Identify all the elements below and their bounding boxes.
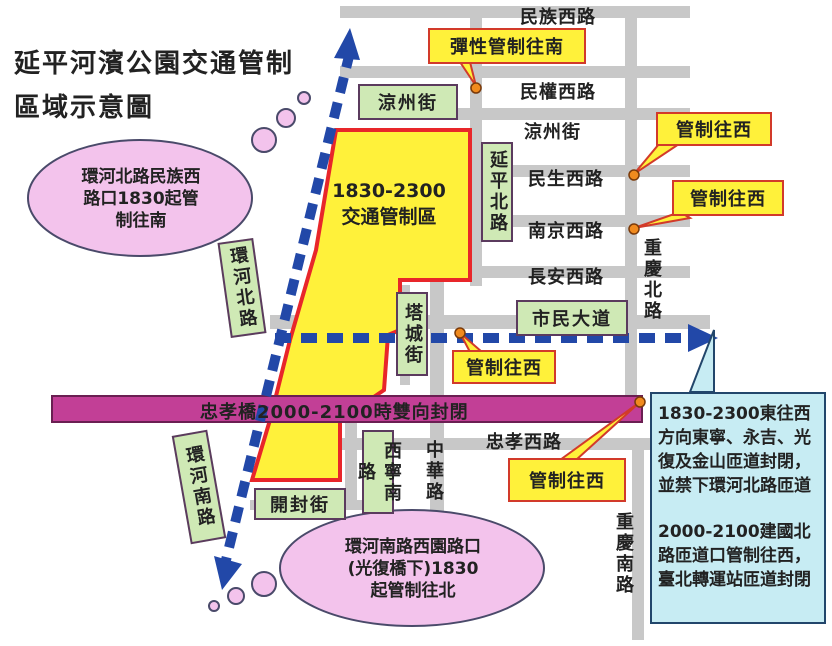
arrow-head-east (688, 324, 718, 352)
street-nanjing: 南京西路 (528, 221, 604, 242)
label-tacheng: 塔城街 (396, 292, 428, 376)
arrow-head-south (214, 556, 242, 590)
callout-west-nanjing: 管制往西 (672, 180, 784, 216)
control-zone-label: 1830-2300 交通管制區 (332, 180, 446, 228)
callout-west-minsheng: 管制往西 (656, 112, 772, 146)
street-chongqing-n: 重慶北路 (641, 238, 662, 322)
zhongxiao-bridge-band (51, 395, 643, 423)
street-minquan: 民權西路 (520, 82, 596, 103)
label-yanping: 延平北路 (481, 142, 513, 242)
street-minzu: 民族西路 (520, 7, 596, 28)
road-chongqing-s (632, 440, 644, 640)
label-liangzhou-box: 涼州街 (358, 84, 458, 120)
info-paragraph-1: 1830-2300東往西方向東寧、永吉、光復及金山匝道封閉，並禁下環河北路匝道 (658, 404, 811, 496)
road-xining (345, 420, 357, 500)
control-points (454, 82, 646, 408)
arrow-huanhe-line (221, 50, 355, 562)
map-title: 延平河濱公園交通管制區域示意圖 (14, 49, 295, 123)
info-box: 1830-2300東往西方向東寧、永吉、光復及金山匝道封閉，並禁下環河北路匝道 … (650, 392, 826, 624)
callout-flexible-south: 彈性管制往南 (428, 28, 586, 64)
arrow-head-north (334, 28, 360, 60)
street-changan: 長安西路 (528, 267, 604, 288)
info-paragraph-2: 2000-2100建國北路匝道口管制往西，臺北轉運站匝道封閉 (658, 522, 811, 590)
callout-west-tacheng: 管制往西 (452, 350, 556, 384)
cloud-north-text: 環河北路民族西 路口1830起管 制往南 (81, 167, 201, 231)
cloud-south-text: 環河南路西園路口 (光復橋下)1830 起管制往北 (345, 537, 481, 601)
road-zhongxiao-w (340, 438, 650, 450)
label-civic: 市民大道 (516, 300, 628, 336)
street-liangzhou: 涼州街 (524, 122, 581, 143)
street-minsheng: 民生西路 (528, 169, 604, 190)
label-kaifeng: 開封街 (254, 488, 346, 520)
street-zhongxiao-w: 忠孝西路 (486, 432, 562, 453)
bridge-closure-label: 忠孝橋2000-2100時雙向封閉 (200, 402, 469, 423)
street-zhonghua: 中華路 (423, 440, 444, 503)
street-chongqing-s: 重慶南路 (613, 512, 634, 596)
cloud-south (208, 509, 545, 627)
cloud-north (27, 91, 311, 257)
road-chongqing-n (625, 6, 637, 401)
road-minquan (340, 66, 690, 78)
callout-west-zhongxiao: 管制往西 (508, 458, 626, 502)
road-minzu (340, 6, 690, 18)
label-xining: 西寧南路 (355, 430, 402, 514)
